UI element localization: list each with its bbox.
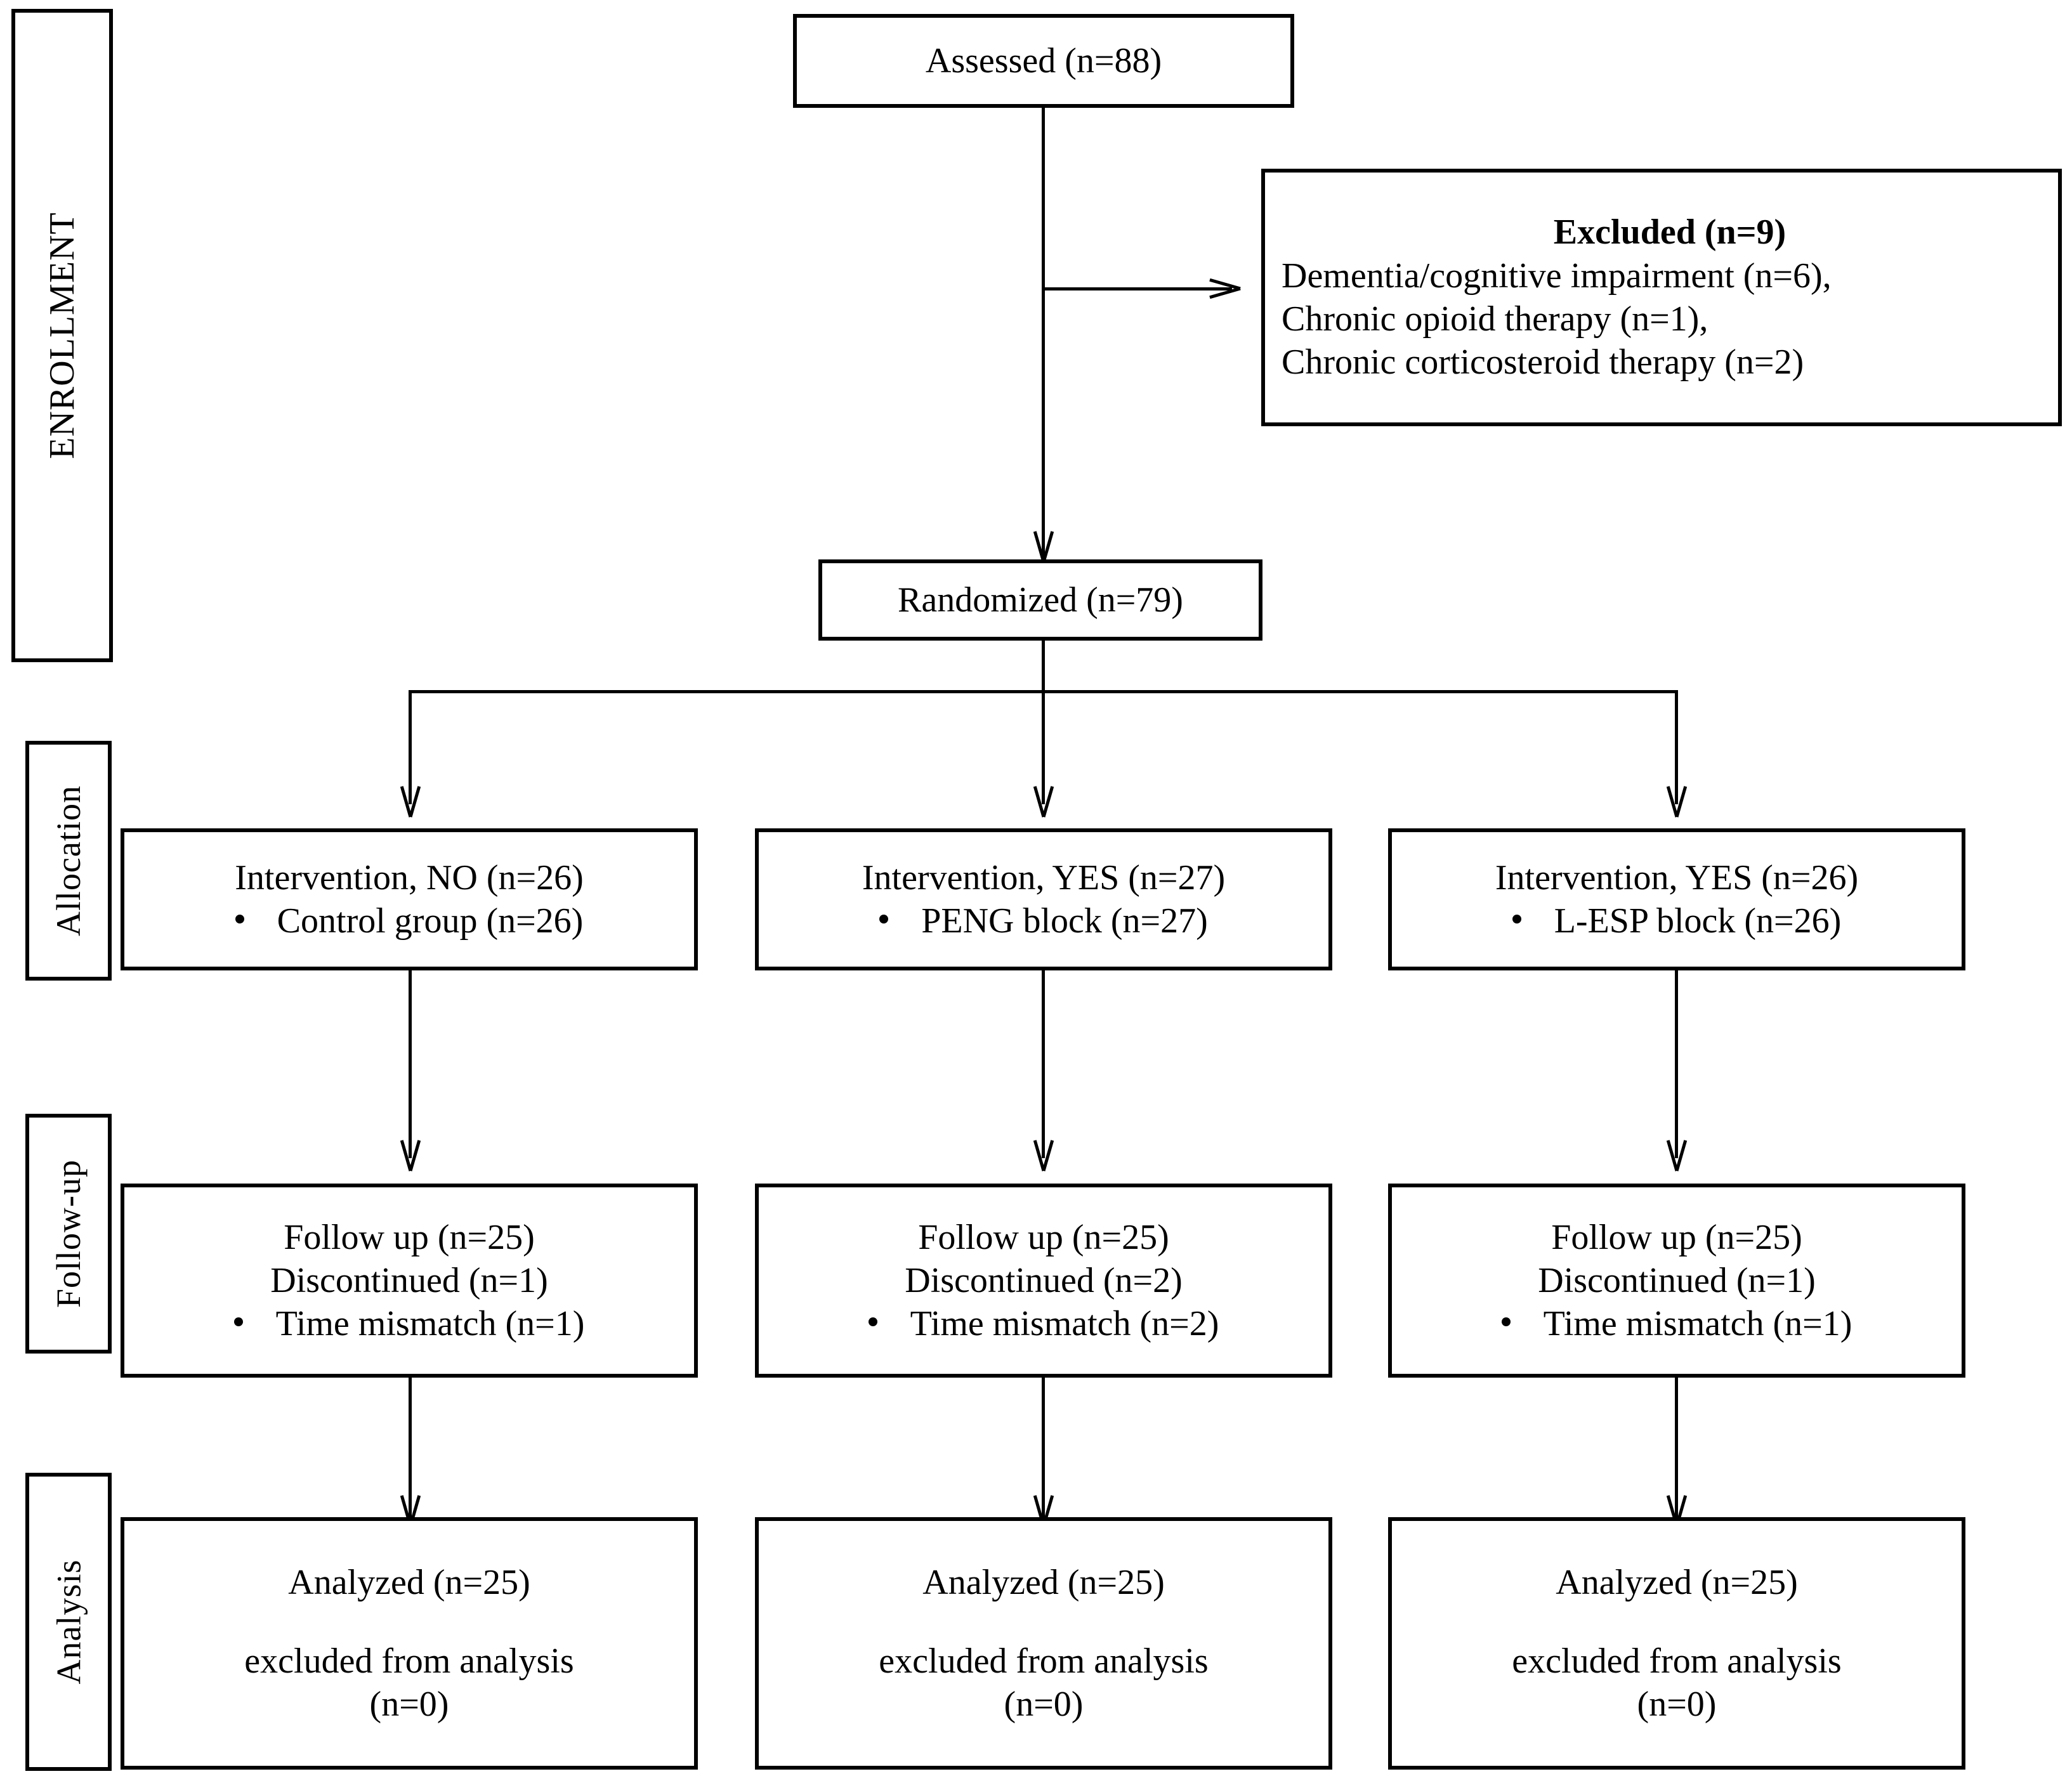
- allocation-bullet-1: Control group (n=26): [235, 899, 584, 943]
- arrowhead-excluded: [1209, 271, 1238, 306]
- excluded-reason-2: Chronic opioid therapy (n=1),: [1282, 299, 1708, 339]
- bullet-icon: [1512, 915, 1521, 923]
- followup-line2-3: Discontinued (n=1): [1538, 1260, 1816, 1300]
- analysis-box-lesp: Analyzed (n=25) excluded from analysis (…: [1388, 1517, 1965, 1770]
- connector-followup-to-analysis-1: [409, 1378, 412, 1525]
- stage-label-allocation: Allocation: [25, 741, 112, 981]
- followup-line1-3: Follow up (n=25): [1551, 1217, 1802, 1257]
- allocation-bullet-3: L-ESP block (n=26): [1512, 899, 1842, 943]
- analysis-line2-2: excluded from analysis: [879, 1641, 1209, 1681]
- followup-line2-1: Discontinued (n=1): [270, 1260, 548, 1300]
- allocation-bullet-label-2: PENG block (n=27): [921, 901, 1208, 941]
- arrowhead-followup-2: [1026, 1139, 1061, 1168]
- allocation-heading-3: Intervention, YES (n=26): [1495, 858, 1859, 897]
- followup-bullet-1: Time mismatch (n=1): [233, 1302, 585, 1345]
- followup-bullet-label-1: Time mismatch (n=1): [275, 1304, 585, 1344]
- bullet-icon: [233, 1317, 243, 1327]
- assessed-box: Assessed (n=88): [793, 14, 1294, 108]
- analysis-line2-3: excluded from analysis: [1512, 1641, 1842, 1681]
- randomized-label: Randomized (n=79): [898, 580, 1183, 620]
- followup-bullet-label-3: Time mismatch (n=1): [1543, 1304, 1852, 1344]
- connector-followup-to-analysis-2: [1042, 1378, 1045, 1525]
- followup-bullet-3: Time mismatch (n=1): [1501, 1302, 1852, 1345]
- followup-box-control: Follow up (n=25) Discontinued (n=1) Time…: [121, 1184, 698, 1378]
- connector-allocation-to-followup-1: [409, 970, 412, 1158]
- followup-line1-1: Follow up (n=25): [284, 1217, 535, 1257]
- analysis-line1-2: Analyzed (n=25): [922, 1562, 1165, 1602]
- excluded-box: Excluded (n=9) Dementia/cognitive impair…: [1261, 169, 2062, 426]
- excluded-reason-3: Chronic corticosteroid therapy (n=2): [1282, 343, 1804, 382]
- allocation-box-control: Intervention, NO (n=26) Control group (n…: [121, 828, 698, 970]
- analysis-line2-1: excluded from analysis: [244, 1641, 574, 1681]
- connector-randomized-stem: [1042, 641, 1045, 693]
- arrowhead-followup-1: [393, 1139, 428, 1168]
- stage-label-analysis-text: Analysis: [49, 1559, 88, 1685]
- stage-label-enrollment-text: ENROLLMENT: [43, 212, 82, 459]
- randomized-box: Randomized (n=79): [818, 559, 1262, 641]
- stage-label-analysis: Analysis: [25, 1473, 112, 1771]
- stage-label-followup: Follow-up: [25, 1114, 112, 1354]
- excluded-title: Excluded (n=9): [1553, 212, 1787, 252]
- arrowhead-allocation-1: [393, 785, 428, 814]
- analysis-line3-1: (n=0): [369, 1685, 449, 1725]
- excluded-reason-1: Dementia/cognitive impairment (n=6),: [1282, 256, 1832, 296]
- stage-label-allocation-text: Allocation: [49, 785, 88, 936]
- connector-allocation-to-followup-2: [1042, 970, 1045, 1158]
- allocation-bullet-label-3: L-ESP block (n=26): [1554, 901, 1842, 941]
- analysis-box-peng: Analyzed (n=25) excluded from analysis (…: [755, 1517, 1332, 1770]
- connector-allocation-to-followup-3: [1675, 970, 1678, 1158]
- allocation-heading-1: Intervention, NO (n=26): [235, 858, 584, 897]
- arrowhead-allocation-3: [1660, 785, 1694, 814]
- connector-followup-to-analysis-3: [1675, 1378, 1678, 1525]
- analysis-line1-3: Analyzed (n=25): [1556, 1562, 1798, 1602]
- followup-box-lesp: Follow up (n=25) Discontinued (n=1) Time…: [1388, 1184, 1965, 1378]
- arrowhead-followup-3: [1660, 1139, 1694, 1168]
- allocation-bullet-label-1: Control group (n=26): [277, 901, 584, 941]
- assessed-label: Assessed (n=88): [925, 41, 1162, 81]
- analysis-line1-1: Analyzed (n=25): [288, 1562, 530, 1602]
- stage-label-enrollment: ENROLLMENT: [11, 9, 113, 662]
- connector-assessed-to-randomized: [1042, 108, 1045, 562]
- bullet-icon: [235, 915, 244, 923]
- followup-box-peng: Follow up (n=25) Discontinued (n=2) Time…: [755, 1184, 1332, 1378]
- allocation-box-peng: Intervention, YES (n=27) PENG block (n=2…: [755, 828, 1332, 970]
- allocation-bullet-2: PENG block (n=27): [879, 899, 1208, 943]
- allocation-heading-2: Intervention, YES (n=27): [862, 858, 1226, 897]
- allocation-box-lesp: Intervention, YES (n=26) L-ESP block (n=…: [1388, 828, 1965, 970]
- arrowhead-randomized: [1026, 530, 1061, 559]
- followup-line2-2: Discontinued (n=2): [905, 1260, 1183, 1300]
- connector-split-left: [409, 690, 412, 804]
- connector-split-right: [1675, 690, 1678, 804]
- analysis-line3-3: (n=0): [1637, 1685, 1717, 1725]
- analysis-line3-2: (n=0): [1004, 1685, 1084, 1725]
- connector-to-excluded: [1042, 287, 1232, 290]
- bullet-icon: [879, 915, 889, 923]
- analysis-box-control: Analyzed (n=25) excluded from analysis (…: [121, 1517, 698, 1770]
- arrowhead-allocation-2: [1026, 785, 1061, 814]
- bullet-icon: [1501, 1317, 1511, 1327]
- followup-line1-2: Follow up (n=25): [918, 1217, 1169, 1257]
- followup-bullet-label-2: Time mismatch (n=2): [910, 1304, 1219, 1344]
- followup-bullet-2: Time mismatch (n=2): [868, 1302, 1219, 1345]
- bullet-icon: [868, 1317, 877, 1327]
- stage-label-followup-text: Follow-up: [49, 1159, 88, 1308]
- connector-split-middle: [1042, 690, 1045, 804]
